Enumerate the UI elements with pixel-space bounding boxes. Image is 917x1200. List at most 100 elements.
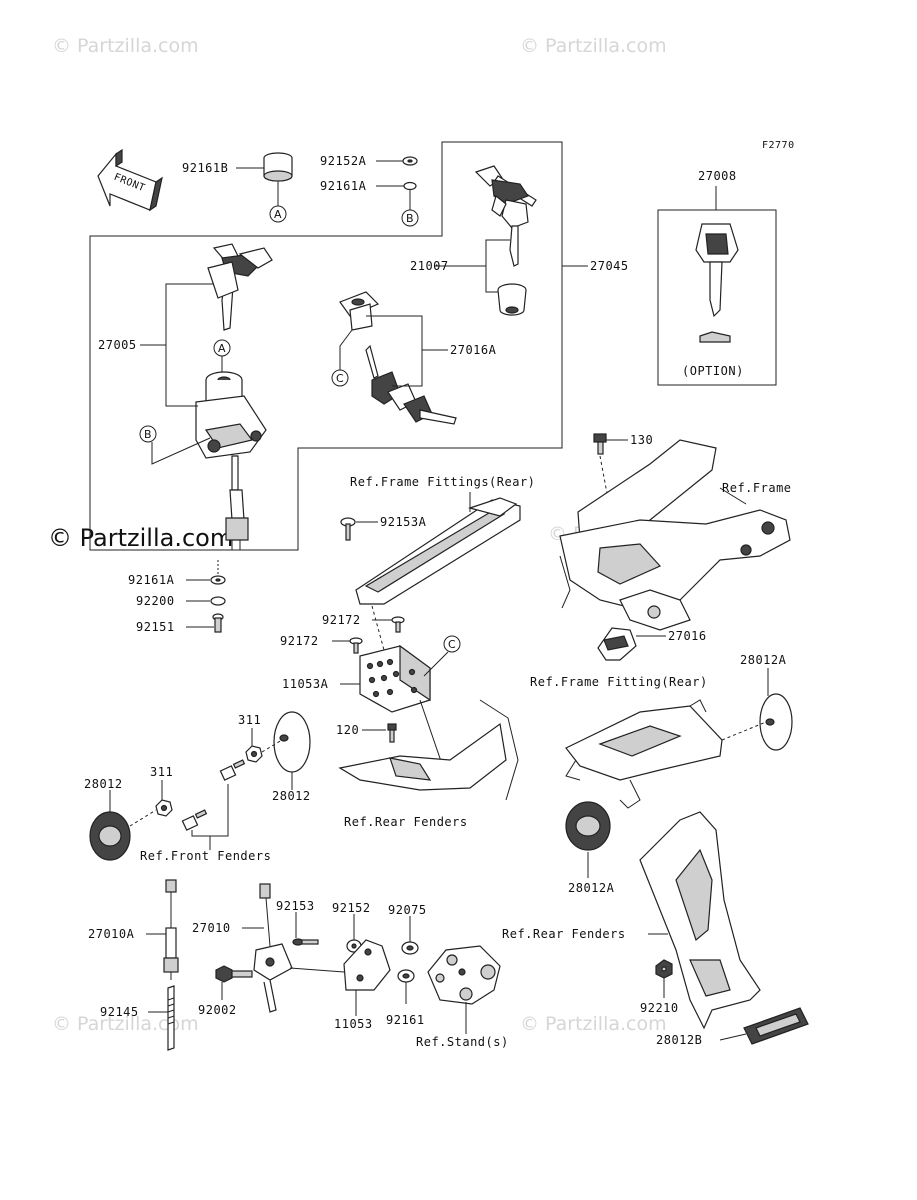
stud-b: [181, 809, 208, 831]
callout-a-top: [269, 205, 287, 223]
option-box: [657, 209, 777, 386]
label-130: 130: [630, 433, 653, 447]
nut-311-b: [155, 799, 173, 817]
callout-b-mid-text: B: [144, 428, 152, 441]
keys-27005: [207, 243, 273, 331]
label-92151: 92151: [136, 620, 175, 634]
label-92002: 92002: [198, 1003, 237, 1017]
collar-92075: [401, 941, 419, 955]
reflector-28012A-top: [759, 693, 793, 751]
nut-92210: [655, 959, 673, 979]
bracket-11053: [289, 939, 391, 991]
bolt-120: [387, 723, 397, 743]
washer-92200: [210, 596, 226, 606]
reflector-28012-left: [89, 811, 131, 861]
label-92152A: 92152A: [320, 154, 367, 168]
reflector-28012B: [743, 1007, 809, 1045]
label-92075: 92075: [388, 903, 427, 917]
ref-stands: Ref.Stand(s): [416, 1035, 509, 1049]
label-21007: 21007: [410, 259, 449, 273]
spring-92145: [167, 985, 175, 1051]
label-28012-mid: 28012: [272, 789, 311, 803]
label-92210: 92210: [640, 1001, 679, 1015]
label-92161B: 92161B: [182, 161, 228, 175]
bolt-92151: [212, 613, 224, 633]
label-27005: 27005: [98, 338, 137, 352]
callout-c-bottom-text: C: [448, 638, 456, 651]
callout-b-top-text: B: [406, 212, 414, 225]
label-27010A: 27010A: [88, 927, 135, 941]
nut-311-a: [245, 745, 263, 763]
label-27016: 27016: [668, 629, 707, 643]
label-92153A: 92153A: [380, 515, 427, 529]
label-92161A-top: 92161A: [320, 179, 367, 193]
callout-b-top: [401, 209, 419, 227]
frame-fitting-rear-part: [565, 699, 723, 809]
bracket-27016: [597, 627, 637, 661]
watermark-top-left: © Partzilla.com: [52, 35, 199, 57]
bracket-11053A: [359, 644, 431, 713]
bolt-92002: [215, 965, 253, 983]
key-27008: [695, 223, 739, 343]
label-27016A: 27016A: [450, 343, 497, 357]
washer-92161: [397, 969, 415, 983]
rear-fender-right: [639, 811, 761, 1030]
screw-92153: [292, 938, 319, 946]
label-92153: 92153: [276, 899, 315, 913]
label-92172-b: 92172: [280, 634, 319, 648]
callout-a-top-text: A: [274, 208, 282, 221]
watermark-top-right: © Partzilla.com: [520, 35, 667, 57]
ref-front-fenders: Ref.Front Fenders: [140, 849, 271, 863]
stud-a: [219, 759, 246, 781]
ref-frame-fittings-rear-top: Ref.Frame Fittings(Rear): [350, 475, 535, 489]
frame-fitting-rear-top-part: [355, 497, 521, 605]
label-311-b: 311: [150, 765, 173, 779]
screw-92172-b: [349, 637, 363, 654]
label-27008: 27008: [698, 169, 737, 183]
label-11053: 11053: [334, 1017, 373, 1031]
ref-frame: Ref.Frame: [722, 481, 792, 495]
frame-part: [559, 439, 791, 631]
label-28012A-top: 28012A: [740, 653, 787, 667]
callout-c-top-text: C: [336, 372, 344, 385]
rear-fender-mid: [338, 699, 519, 801]
callout-a-mid-text: A: [218, 342, 226, 355]
ref-rear-fenders-right: Ref.Rear Fenders: [502, 927, 626, 941]
kit-outline-box: [89, 141, 563, 551]
watermark-bottom-left: © Partzilla.com: [52, 1013, 199, 1035]
label-120: 120: [336, 723, 359, 737]
switch-27010A: [163, 879, 179, 980]
cap-92161B: [263, 152, 293, 182]
label-92145: 92145: [100, 1005, 139, 1019]
screw-92172-a: [391, 616, 405, 633]
label-92161: 92161: [386, 1013, 425, 1027]
screw-92153A: [340, 517, 356, 541]
label-311-a: 311: [238, 713, 261, 727]
label-28012B: 28012B: [656, 1033, 702, 1047]
option-label: (OPTION): [682, 364, 744, 378]
bolt-130: [593, 433, 607, 455]
stand-plate: [427, 945, 501, 1005]
label-92172-a: 92172: [322, 613, 361, 627]
keys-27016A: [365, 344, 457, 425]
ignition-switch-27005: [195, 371, 267, 550]
washer-92161A-top: [403, 181, 417, 191]
lock-cylinder-21007: [497, 283, 527, 316]
reflector-28012A-bottom: [565, 801, 611, 851]
keys-21007: [474, 165, 537, 267]
figure-code: F2770: [762, 140, 795, 151]
watermark-main: © Partzilla.com: [48, 524, 233, 552]
callout-c-bottom: [443, 635, 461, 653]
callout-b-mid: [139, 425, 157, 443]
watermark-bottom-right: © Partzilla.com: [520, 1013, 667, 1035]
label-27010: 27010: [192, 921, 231, 935]
front-arrow-icon: FRONT: [97, 148, 163, 212]
label-27045: 27045: [590, 259, 629, 273]
ref-rear-fenders-mid: Ref.Rear Fenders: [344, 815, 468, 829]
label-92200: 92200: [136, 594, 175, 608]
label-92152: 92152: [332, 901, 371, 915]
label-28012A-bottom: 28012A: [568, 881, 615, 895]
ref-frame-fitting-rear: Ref.Frame Fitting(Rear): [530, 675, 708, 689]
label-92161A-bottom: 92161A: [128, 573, 175, 587]
